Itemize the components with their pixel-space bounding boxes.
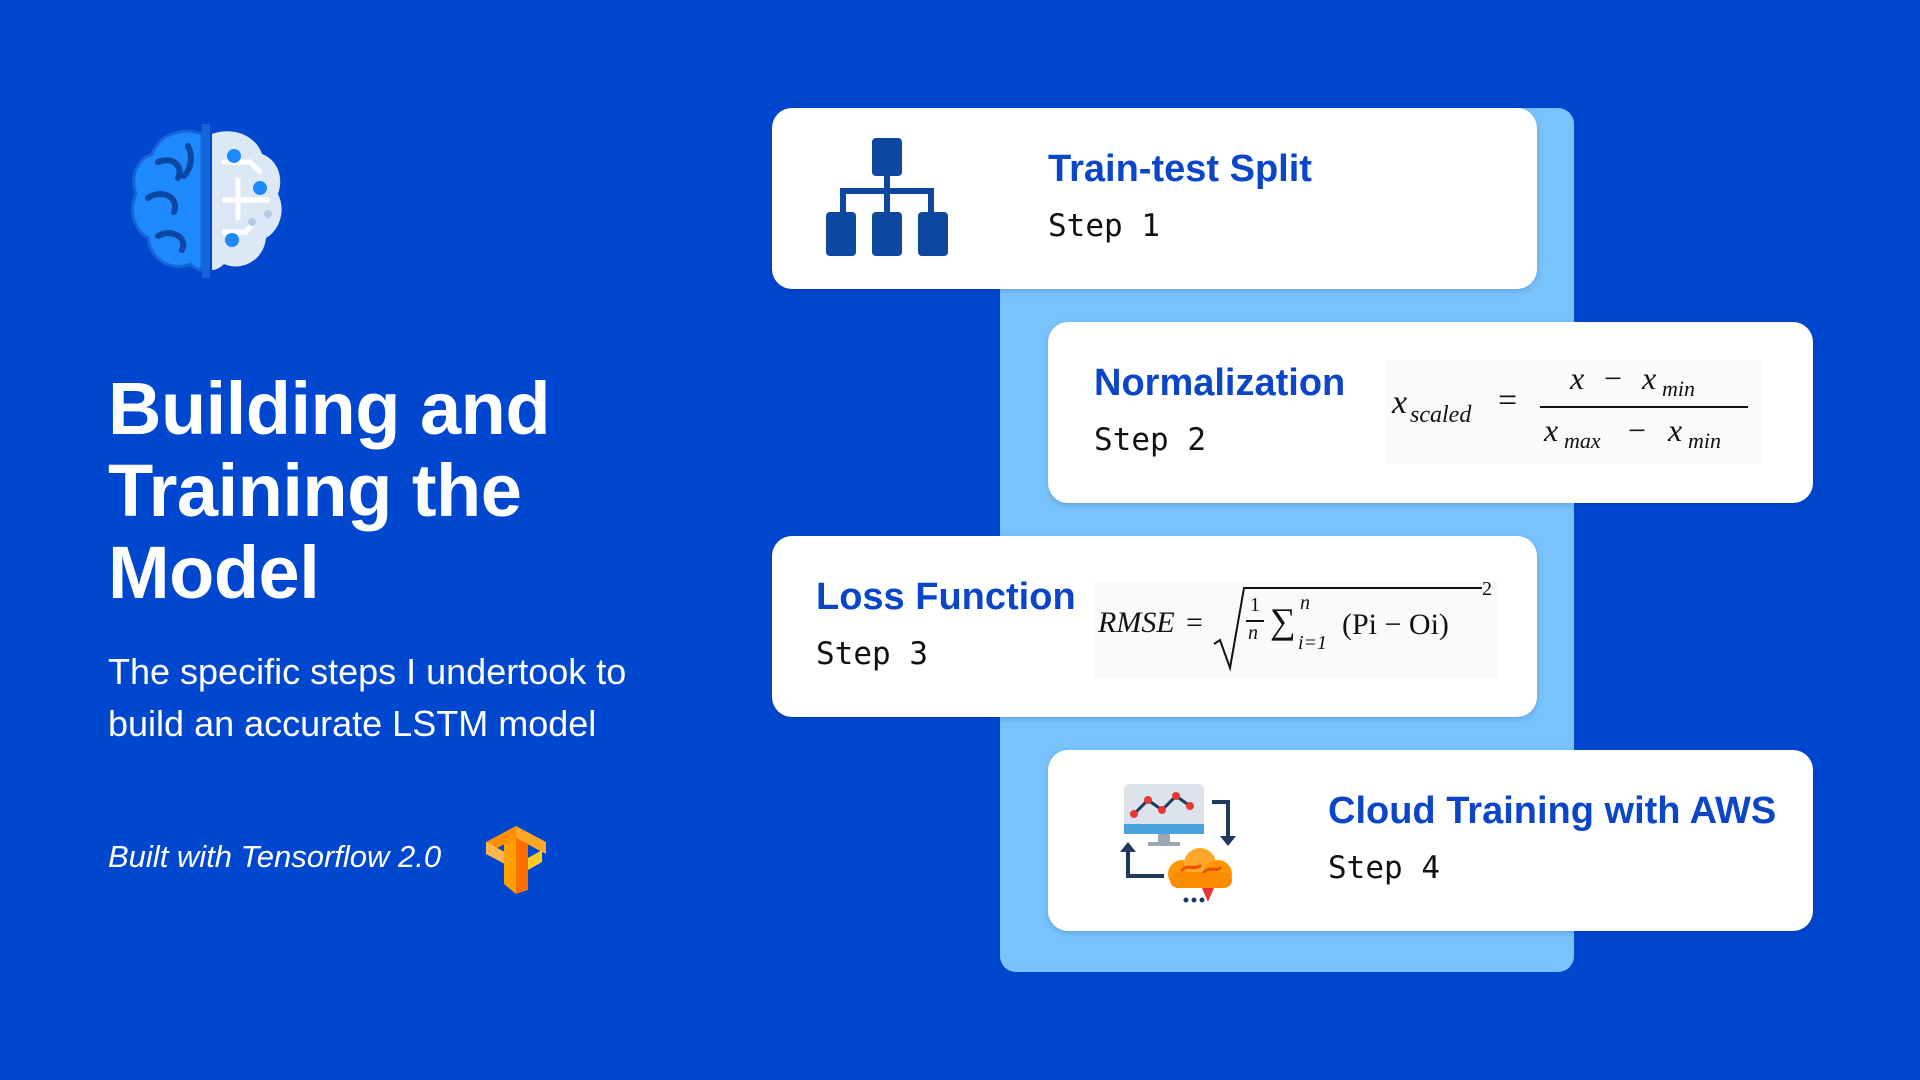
formula-exponent: 2 xyxy=(1482,578,1492,600)
step-card-cloud-training: Cloud Training with AWS Step 4 xyxy=(1048,750,1813,931)
fraction-bar xyxy=(1540,406,1748,408)
step-card-normalization: Normalization Step 2 x scaled = x − x mi… xyxy=(1048,322,1813,503)
fraction-denominator: n xyxy=(1248,622,1258,644)
formula-subscript: scaled xyxy=(1410,402,1472,428)
page-subtitle: The specific steps I undertook to build … xyxy=(108,646,728,750)
cloud-training-icon xyxy=(1120,784,1236,903)
step-number: Step 1 xyxy=(1048,208,1160,244)
sum-upper-limit: n xyxy=(1300,592,1310,614)
formula-equals: = xyxy=(1186,606,1203,639)
hierarchy-split-icon xyxy=(826,138,948,256)
subtitle-line: The specific steps I undertook to xyxy=(108,651,627,692)
step-card-loss-function: Loss Function Step 3 RMSE = 1 n ∑ n i=1 … xyxy=(772,536,1537,717)
title-line: Training the xyxy=(108,449,522,532)
title-line: Model xyxy=(108,531,320,614)
subtitle-line: build an accurate LSTM model xyxy=(108,703,597,744)
formula-x: x xyxy=(1668,412,1683,448)
fraction-numerator: 1 xyxy=(1250,594,1260,616)
step-title: Train-test Split xyxy=(1048,148,1312,190)
step-card-train-test-split: Train-test Split Step 1 xyxy=(772,108,1537,289)
brain-ai-icon xyxy=(131,124,282,278)
built-with-label: Built with Tensorflow 2.0 xyxy=(108,839,442,874)
formula-x: x xyxy=(1570,360,1585,396)
formula-equals: = xyxy=(1498,382,1518,419)
formula-lhs: RMSE xyxy=(1098,606,1175,639)
formula-minus: − xyxy=(1628,412,1647,448)
formula-minus: − xyxy=(1604,360,1623,396)
formula-x: x xyxy=(1544,412,1559,448)
rmse-formula: RMSE = 1 n ∑ n i=1 (Pi − Oi) 2 xyxy=(1094,578,1498,678)
normalization-formula: x scaled = x − x min x max − x min xyxy=(1386,360,1762,464)
sum-lower-limit: i=1 xyxy=(1298,632,1328,654)
formula-subscript: min xyxy=(1662,376,1695,401)
step-number: Step 4 xyxy=(1328,850,1440,886)
fraction-bar xyxy=(1246,620,1264,622)
tensorflow-logo xyxy=(486,826,546,894)
step-number: Step 3 xyxy=(816,636,928,672)
summation-symbol: ∑ xyxy=(1270,601,1296,641)
title-line: Building and xyxy=(108,367,551,450)
page-title: Building and Training the Model xyxy=(108,368,668,614)
sqrt-sign xyxy=(1213,587,1482,672)
formula-subscript: min xyxy=(1688,428,1721,453)
formula-x: x xyxy=(1642,360,1657,396)
formula-body: (Pi − Oi) xyxy=(1342,608,1449,641)
step-title: Cloud Training with AWS xyxy=(1328,790,1777,832)
formula-subscript: max xyxy=(1564,428,1601,453)
step-title: Normalization xyxy=(1094,362,1346,404)
formula-x: x xyxy=(1392,384,1408,421)
step-title: Loss Function xyxy=(816,576,1076,618)
step-number: Step 2 xyxy=(1094,422,1206,458)
